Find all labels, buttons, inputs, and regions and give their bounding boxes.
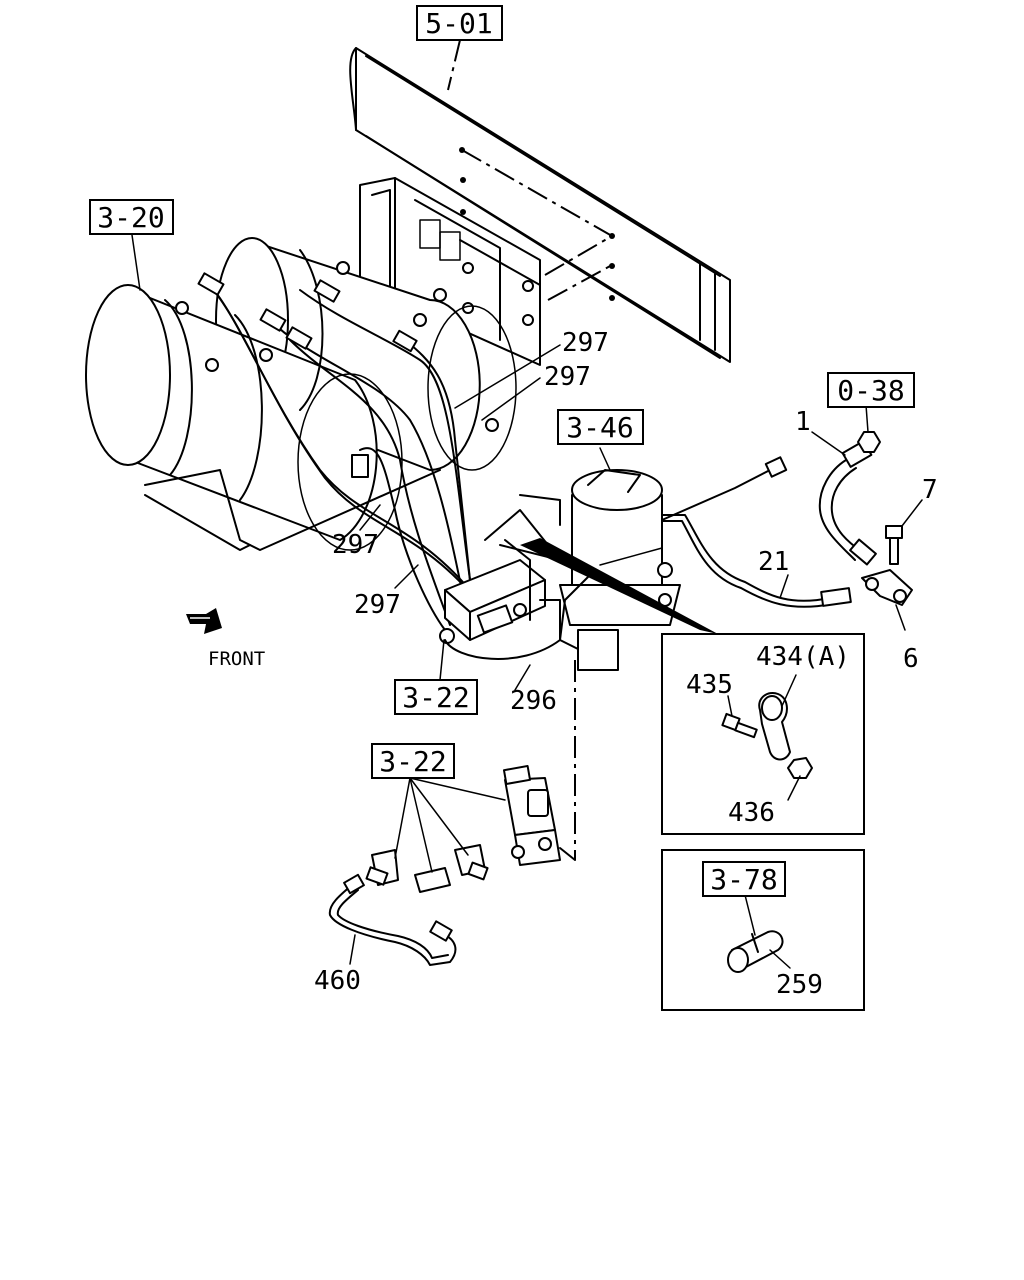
part-label-297-c: 297 xyxy=(332,530,379,560)
sleeve-259 xyxy=(727,930,784,973)
ref-box-3-22-lower: 3-22 xyxy=(371,743,455,779)
part-label-297-b: 297 xyxy=(544,362,591,392)
leaders-322 xyxy=(394,777,506,873)
ref-box-3-22-upper: 3-22 xyxy=(394,679,478,715)
air-lines-297 xyxy=(197,272,476,631)
part-label-297-d: 297 xyxy=(354,590,401,620)
ref-box-3-22-upper-label: 3-22 xyxy=(402,681,469,714)
part-label-434: 434(A) xyxy=(756,642,850,672)
part-label-297-a: 297 xyxy=(562,328,609,358)
bolt-435 xyxy=(721,712,758,739)
part-label-435: 435 xyxy=(686,670,733,700)
ref-box-3-20: 3-20 xyxy=(89,199,174,235)
valve-manifold xyxy=(439,509,581,651)
part-label-7: 7 xyxy=(922,475,938,505)
ref-box-3-78-label: 3-78 xyxy=(710,863,777,896)
front-indicator: FRONT xyxy=(186,608,265,670)
centre-lines xyxy=(447,39,613,301)
ref-box-3-22-lower-label: 3-22 xyxy=(379,745,446,778)
connector-fittings xyxy=(365,844,489,893)
front-arrow-icon xyxy=(186,608,222,634)
part-label-296: 296 xyxy=(510,686,557,716)
nut xyxy=(857,431,881,453)
part-label-436: 436 xyxy=(728,798,775,828)
part-label-259: 259 xyxy=(776,970,823,1000)
tube-21 xyxy=(661,514,852,608)
ref-box-0-38-label: 0-38 xyxy=(837,374,904,407)
part-label-6: 6 xyxy=(903,644,919,674)
bolt-7 xyxy=(885,525,903,565)
leader-lines xyxy=(131,234,923,965)
part-labels: 297 297 297 297 1 7 6 21 296 434(A) 435 … xyxy=(314,328,938,1000)
lower-valve-assembly xyxy=(502,765,576,866)
detail-box-clip xyxy=(520,538,865,835)
ref-box-3-78: 3-78 xyxy=(702,861,786,897)
tube-296 xyxy=(444,569,596,660)
air-tanks xyxy=(85,237,517,551)
part-label-1: 1 xyxy=(795,407,811,437)
ref-box-3-46: 3-46 xyxy=(557,409,644,445)
part-label-460: 460 xyxy=(314,966,361,996)
ref-box-0-38: 0-38 xyxy=(827,372,915,408)
part-label-21: 21 xyxy=(758,547,789,577)
nut-436 xyxy=(787,757,813,779)
tee-fitting-6 xyxy=(861,569,913,606)
hose-1 xyxy=(818,440,877,566)
tube-460 xyxy=(328,873,457,966)
ref-box-5-01-label: 5-01 xyxy=(425,7,492,40)
ref-box-5-01: 5-01 xyxy=(416,5,503,41)
tank-bracket xyxy=(359,177,541,366)
clip-434 xyxy=(758,692,791,761)
harness xyxy=(599,456,788,566)
front-label: FRONT xyxy=(208,648,265,670)
ref-box-3-20-label: 3-20 xyxy=(97,201,164,234)
ref-box-3-46-label: 3-46 xyxy=(566,411,633,444)
